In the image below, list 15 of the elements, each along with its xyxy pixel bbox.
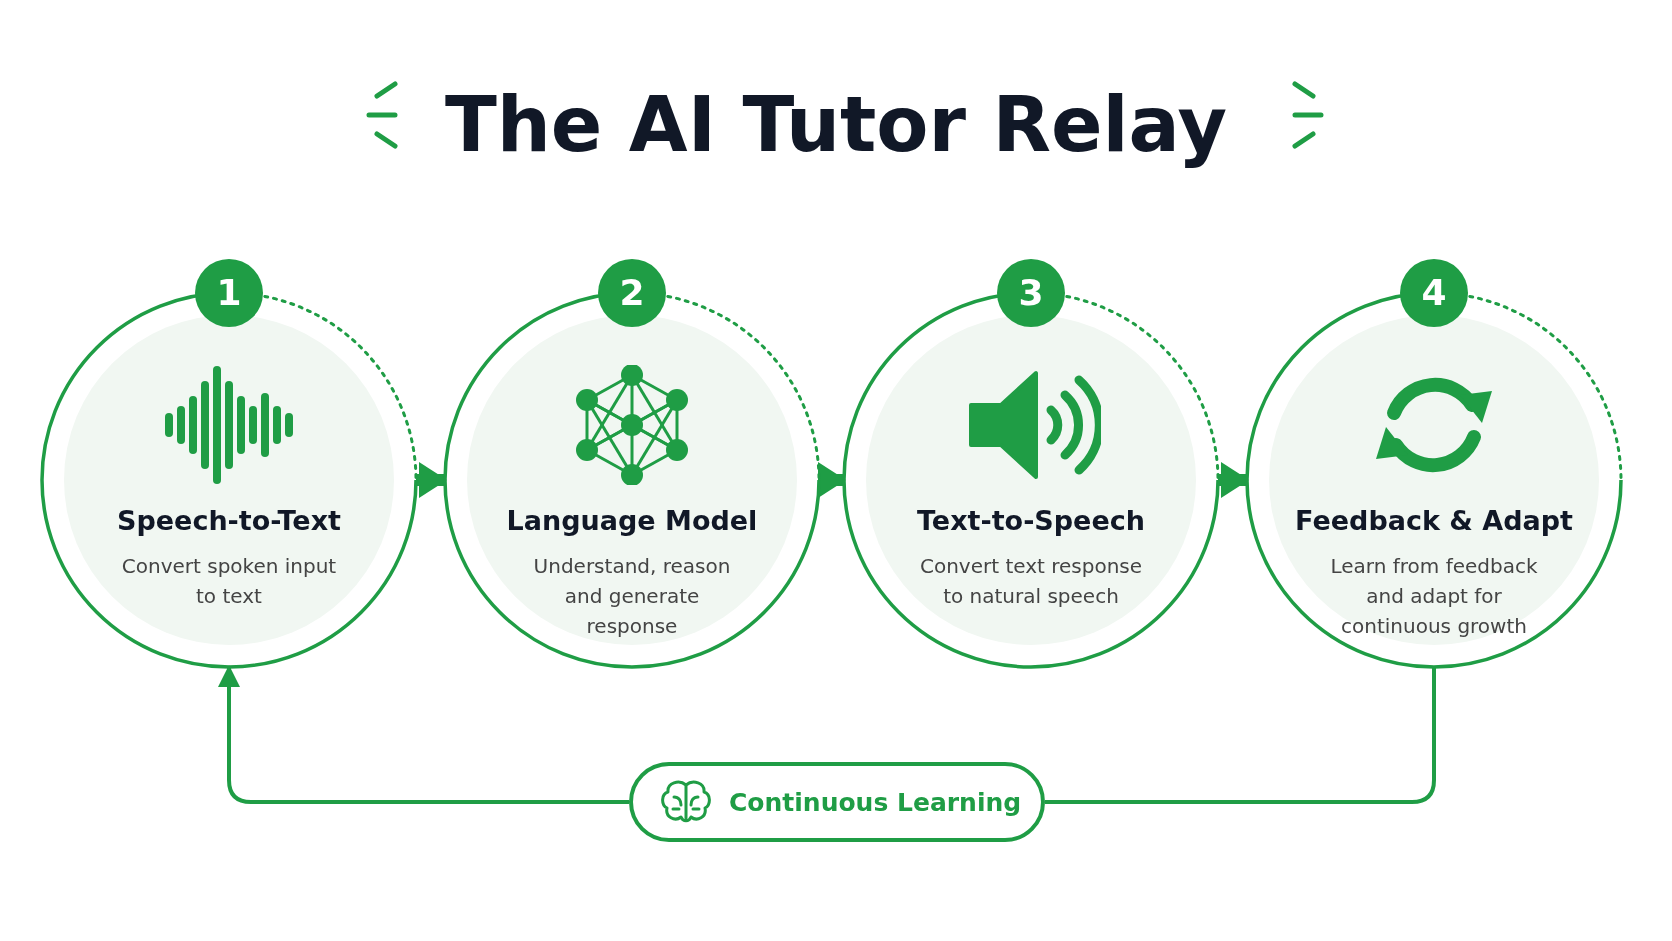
step-title: Feedback & Adapt (1294, 505, 1574, 536)
step-description: Learn from feedback and adapt for continuous growth (1329, 553, 1539, 640)
title: The AI Tutor Relay (444, 80, 1228, 169)
step-description: Convert text response to natural speech (919, 553, 1143, 610)
pill-label: Continuous Learning (729, 788, 1022, 817)
number-badge: 2 (598, 259, 666, 327)
step-description: Understand, reason and generate response (532, 553, 732, 640)
number-badge: 3 (997, 259, 1065, 327)
step-description: Convert spoken input to text (120, 553, 338, 610)
step-title: Speech-to-Text (116, 505, 342, 536)
number-badge: 1 (195, 259, 263, 327)
step-title: Text-to-Speech (916, 505, 1146, 536)
connector-line (1045, 667, 1436, 804)
step-title: Language Model (505, 505, 759, 536)
number-badge: 4 (1400, 259, 1468, 327)
